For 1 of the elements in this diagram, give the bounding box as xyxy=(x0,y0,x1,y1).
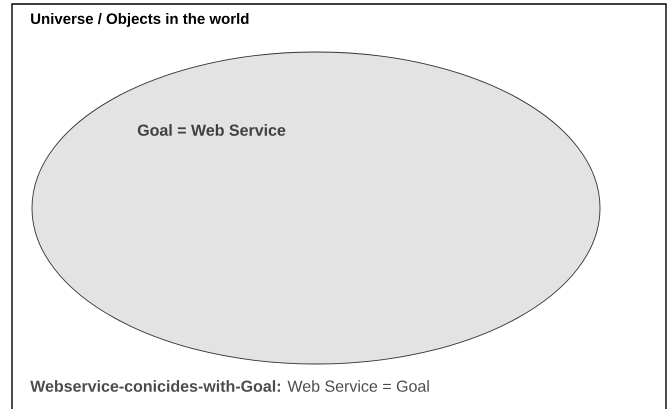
relation-note: Webservice-conicides-with-Goal: Web Service = Goal xyxy=(30,380,429,392)
